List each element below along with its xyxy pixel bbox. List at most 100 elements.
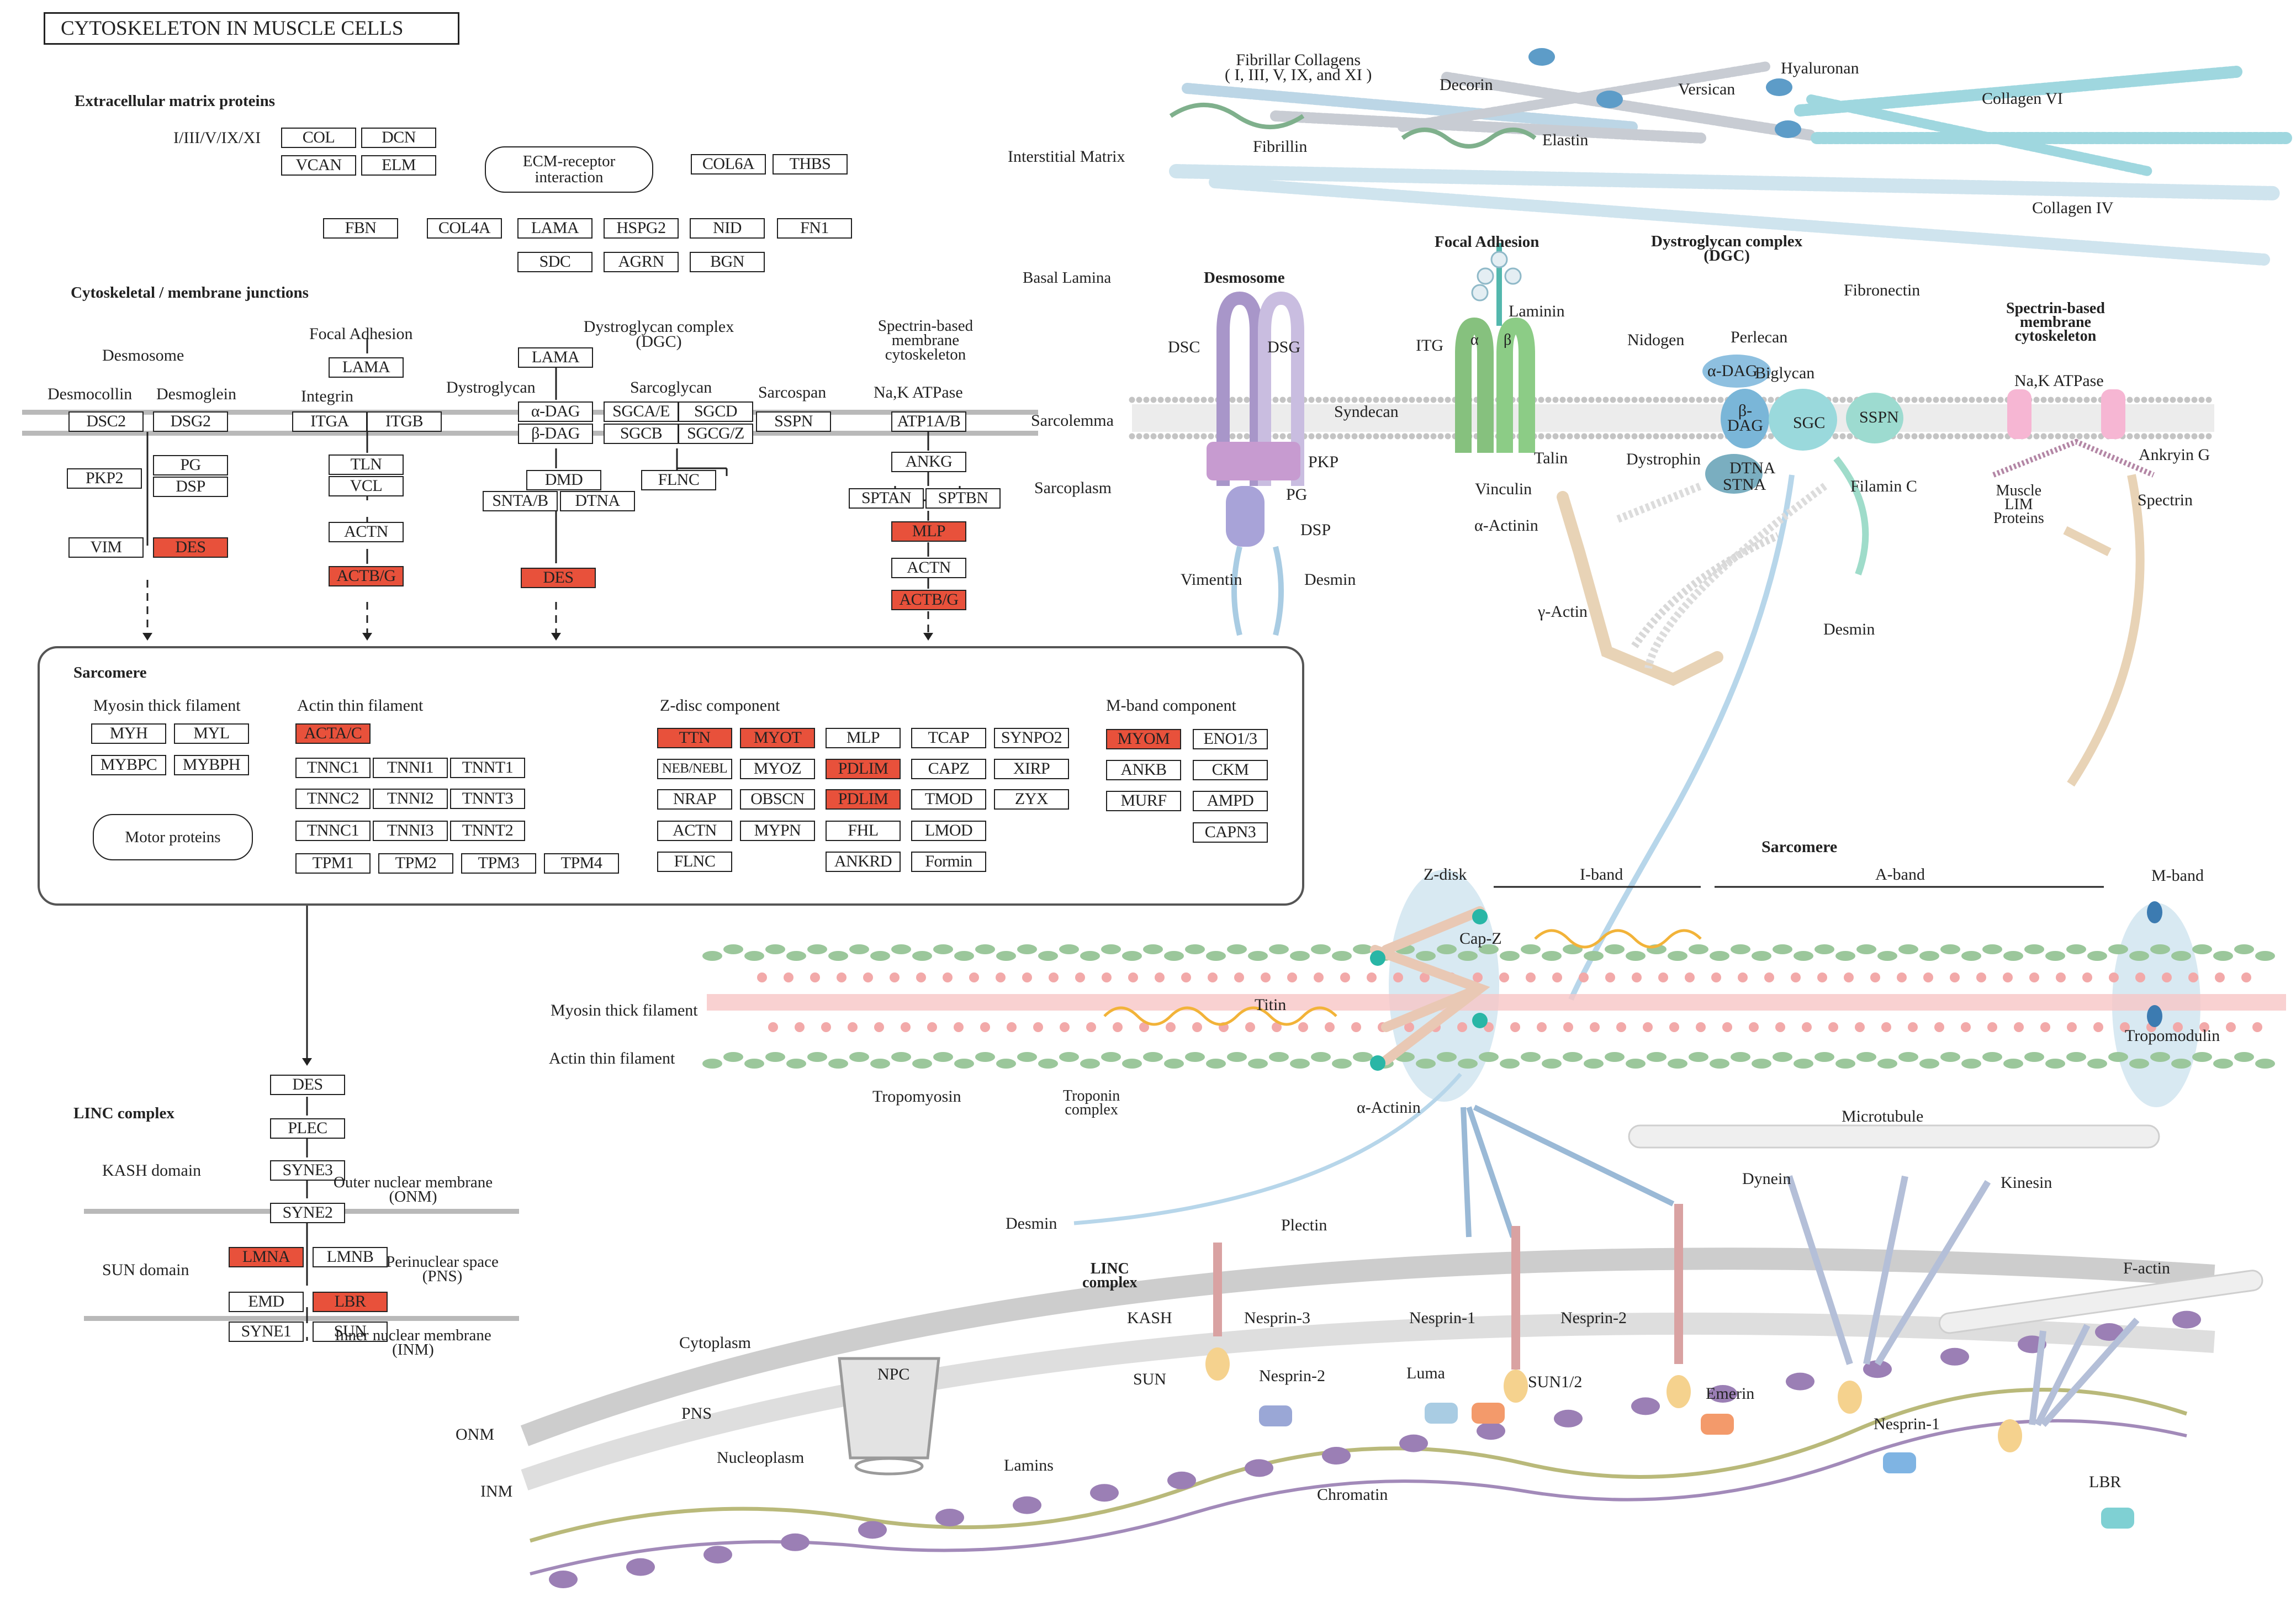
gene-box-lama[interactable]: LAMA — [518, 347, 593, 368]
gene-box-dsg2[interactable]: DSG2 — [153, 411, 228, 432]
gene-box-tnnt3[interactable]: TNNT3 — [450, 789, 525, 809]
gene-box-zyx[interactable]: ZYX — [994, 789, 1069, 810]
gene-box-tnnc1[interactable]: TNNC1 — [295, 758, 371, 778]
gene-box-tnni2[interactable]: TNNI2 — [373, 789, 448, 809]
gene-box-col[interactable]: COL — [281, 128, 356, 148]
gene-box-lama[interactable]: LAMA — [517, 218, 592, 239]
gene-box-des[interactable]: DES — [521, 568, 596, 588]
gene-box-tnni3[interactable]: TNNI3 — [373, 821, 448, 841]
gene-box-fhl[interactable]: FHL — [826, 821, 901, 841]
gene-box-sgcb[interactable]: SGCB — [604, 424, 679, 444]
gene-box-col6a[interactable]: COL6A — [691, 154, 766, 175]
gene-box-syne2[interactable]: SYNE2 — [270, 1203, 345, 1223]
gene-box-ankb[interactable]: ANKB — [1106, 760, 1181, 780]
gene-box-plec[interactable]: PLEC — [270, 1118, 345, 1139]
ecm-receptor-interaction-pill[interactable]: ECM-receptor interaction — [485, 146, 653, 193]
gene-box-sun[interactable]: SUN — [313, 1321, 388, 1342]
gene-box-actn[interactable]: ACTN — [891, 558, 966, 578]
gene-box-myl[interactable]: MYL — [174, 723, 249, 744]
gene-box-syne1[interactable]: SYNE1 — [229, 1321, 304, 1342]
gene-box-emd[interactable]: EMD — [229, 1292, 304, 1312]
motor-proteins-pill[interactable]: Motor proteins — [93, 814, 253, 860]
gene-box-actb-g[interactable]: ACTB/G — [891, 590, 966, 610]
gene-box-ankrd[interactable]: ANKRD — [826, 852, 901, 872]
gene-box-col4a[interactable]: COL4A — [427, 218, 502, 239]
gene-box-capn3[interactable]: CAPN3 — [1193, 822, 1268, 843]
gene-box-itgb[interactable]: ITGB — [367, 411, 442, 432]
gene-box-tnnc1[interactable]: TNNC1 — [295, 821, 371, 841]
gene-box-sdc[interactable]: SDC — [517, 252, 592, 272]
gene-box-myom[interactable]: MYOM — [1106, 729, 1181, 749]
gene-box-lbr[interactable]: LBR — [313, 1292, 388, 1312]
gene-box-dtna[interactable]: DTNA — [560, 491, 635, 511]
gene-box-fbn[interactable]: FBN — [323, 218, 398, 239]
gene-box-neb-nebl[interactable]: NEB/NEBL — [657, 759, 732, 779]
gene-box-capz[interactable]: CAPZ — [911, 759, 986, 779]
gene-box-murf[interactable]: MURF — [1106, 791, 1181, 811]
gene-box-mlp[interactable]: MLP — [891, 521, 966, 542]
gene-box-dag[interactable]: α-DAG — [518, 401, 593, 422]
gene-box-eno1-3[interactable]: ENO1/3 — [1193, 729, 1268, 749]
gene-box-pkp2[interactable]: PKP2 — [67, 468, 142, 489]
gene-box-nrap[interactable]: NRAP — [657, 789, 732, 810]
gene-box-tcap[interactable]: TCAP — [911, 728, 986, 748]
gene-box-pdlim[interactable]: PDLIM — [826, 759, 901, 779]
gene-box-tln[interactable]: TLN — [329, 454, 404, 475]
gene-box-myot[interactable]: MYOT — [740, 728, 815, 748]
gene-box-flnc[interactable]: FLNC — [641, 470, 716, 490]
gene-box-tpm3[interactable]: TPM3 — [461, 853, 536, 874]
gene-box-pdlim[interactable]: PDLIM — [826, 789, 901, 810]
gene-box-sptan[interactable]: SPTAN — [849, 488, 924, 509]
gene-box-mybpc[interactable]: MYBPC — [91, 755, 166, 775]
gene-box-ankg[interactable]: ANKG — [891, 452, 966, 472]
gene-box-mybph[interactable]: MYBPH — [174, 755, 249, 775]
gene-box-tnnc2[interactable]: TNNC2 — [295, 789, 371, 809]
gene-box-xirp[interactable]: XIRP — [994, 759, 1069, 779]
gene-box-nid[interactable]: NID — [690, 218, 765, 239]
gene-box-actb-g[interactable]: ACTB/G — [329, 566, 404, 586]
gene-box-formin[interactable]: Formin — [911, 852, 986, 872]
gene-box-vcl[interactable]: VCL — [329, 476, 404, 496]
gene-box-myh[interactable]: MYH — [91, 723, 166, 744]
gene-box-dag[interactable]: β-DAG — [518, 424, 593, 444]
gene-box-lama[interactable]: LAMA — [329, 357, 404, 378]
gene-box-sgcd[interactable]: SGCD — [678, 401, 753, 422]
gene-box-thbs[interactable]: THBS — [773, 154, 848, 175]
gene-box-myoz[interactable]: MYOZ — [740, 759, 815, 779]
gene-box-dmd[interactable]: DMD — [526, 470, 601, 490]
gene-box-flnc[interactable]: FLNC — [657, 852, 732, 872]
gene-box-agrn[interactable]: AGRN — [604, 252, 679, 272]
gene-box-ampd[interactable]: AMPD — [1193, 791, 1268, 811]
gene-box-vcan[interactable]: VCAN — [281, 155, 356, 176]
gene-box-snta-b[interactable]: SNTA/B — [483, 491, 558, 511]
gene-box-obscn[interactable]: OBSCN — [740, 789, 815, 810]
gene-box-lmnb[interactable]: LMNB — [313, 1247, 388, 1267]
gene-box-syne3[interactable]: SYNE3 — [270, 1160, 345, 1181]
gene-box-sptbn[interactable]: SPTBN — [925, 488, 1001, 509]
gene-box-dcn[interactable]: DCN — [361, 128, 436, 148]
gene-box-des[interactable]: DES — [270, 1075, 345, 1095]
gene-box-fn1[interactable]: FN1 — [777, 218, 852, 239]
gene-box-tnnt1[interactable]: TNNT1 — [450, 758, 525, 778]
gene-box-vim[interactable]: VIM — [68, 537, 144, 558]
gene-box-tpm1[interactable]: TPM1 — [295, 853, 371, 874]
gene-box-dsc2[interactable]: DSC2 — [68, 411, 144, 432]
gene-box-tpm2[interactable]: TPM2 — [378, 853, 453, 874]
gene-box-mlp[interactable]: MLP — [826, 728, 901, 748]
gene-box-tnnt2[interactable]: TNNT2 — [450, 821, 525, 841]
gene-box-lmod[interactable]: LMOD — [911, 821, 986, 841]
gene-box-ckm[interactable]: CKM — [1193, 760, 1268, 780]
gene-box-mypn[interactable]: MYPN — [740, 821, 815, 841]
gene-box-ttn[interactable]: TTN — [657, 728, 732, 748]
gene-box-des[interactable]: DES — [153, 537, 228, 558]
gene-box-dsp[interactable]: DSP — [153, 477, 228, 497]
gene-box-synpo2[interactable]: SYNPO2 — [994, 728, 1069, 748]
gene-box-actn[interactable]: ACTN — [657, 821, 732, 841]
gene-box-acta-c[interactable]: ACTA/C — [295, 723, 371, 744]
gene-box-lmna[interactable]: LMNA — [229, 1247, 304, 1267]
gene-box-actn[interactable]: ACTN — [329, 522, 404, 542]
gene-box-hspg2[interactable]: HSPG2 — [604, 218, 679, 239]
gene-box-atp1a-b[interactable]: ATP1A/B — [891, 411, 966, 432]
gene-box-sgcg-z[interactable]: SGCG/Z — [678, 424, 753, 444]
gene-box-tnni1[interactable]: TNNI1 — [373, 758, 448, 778]
